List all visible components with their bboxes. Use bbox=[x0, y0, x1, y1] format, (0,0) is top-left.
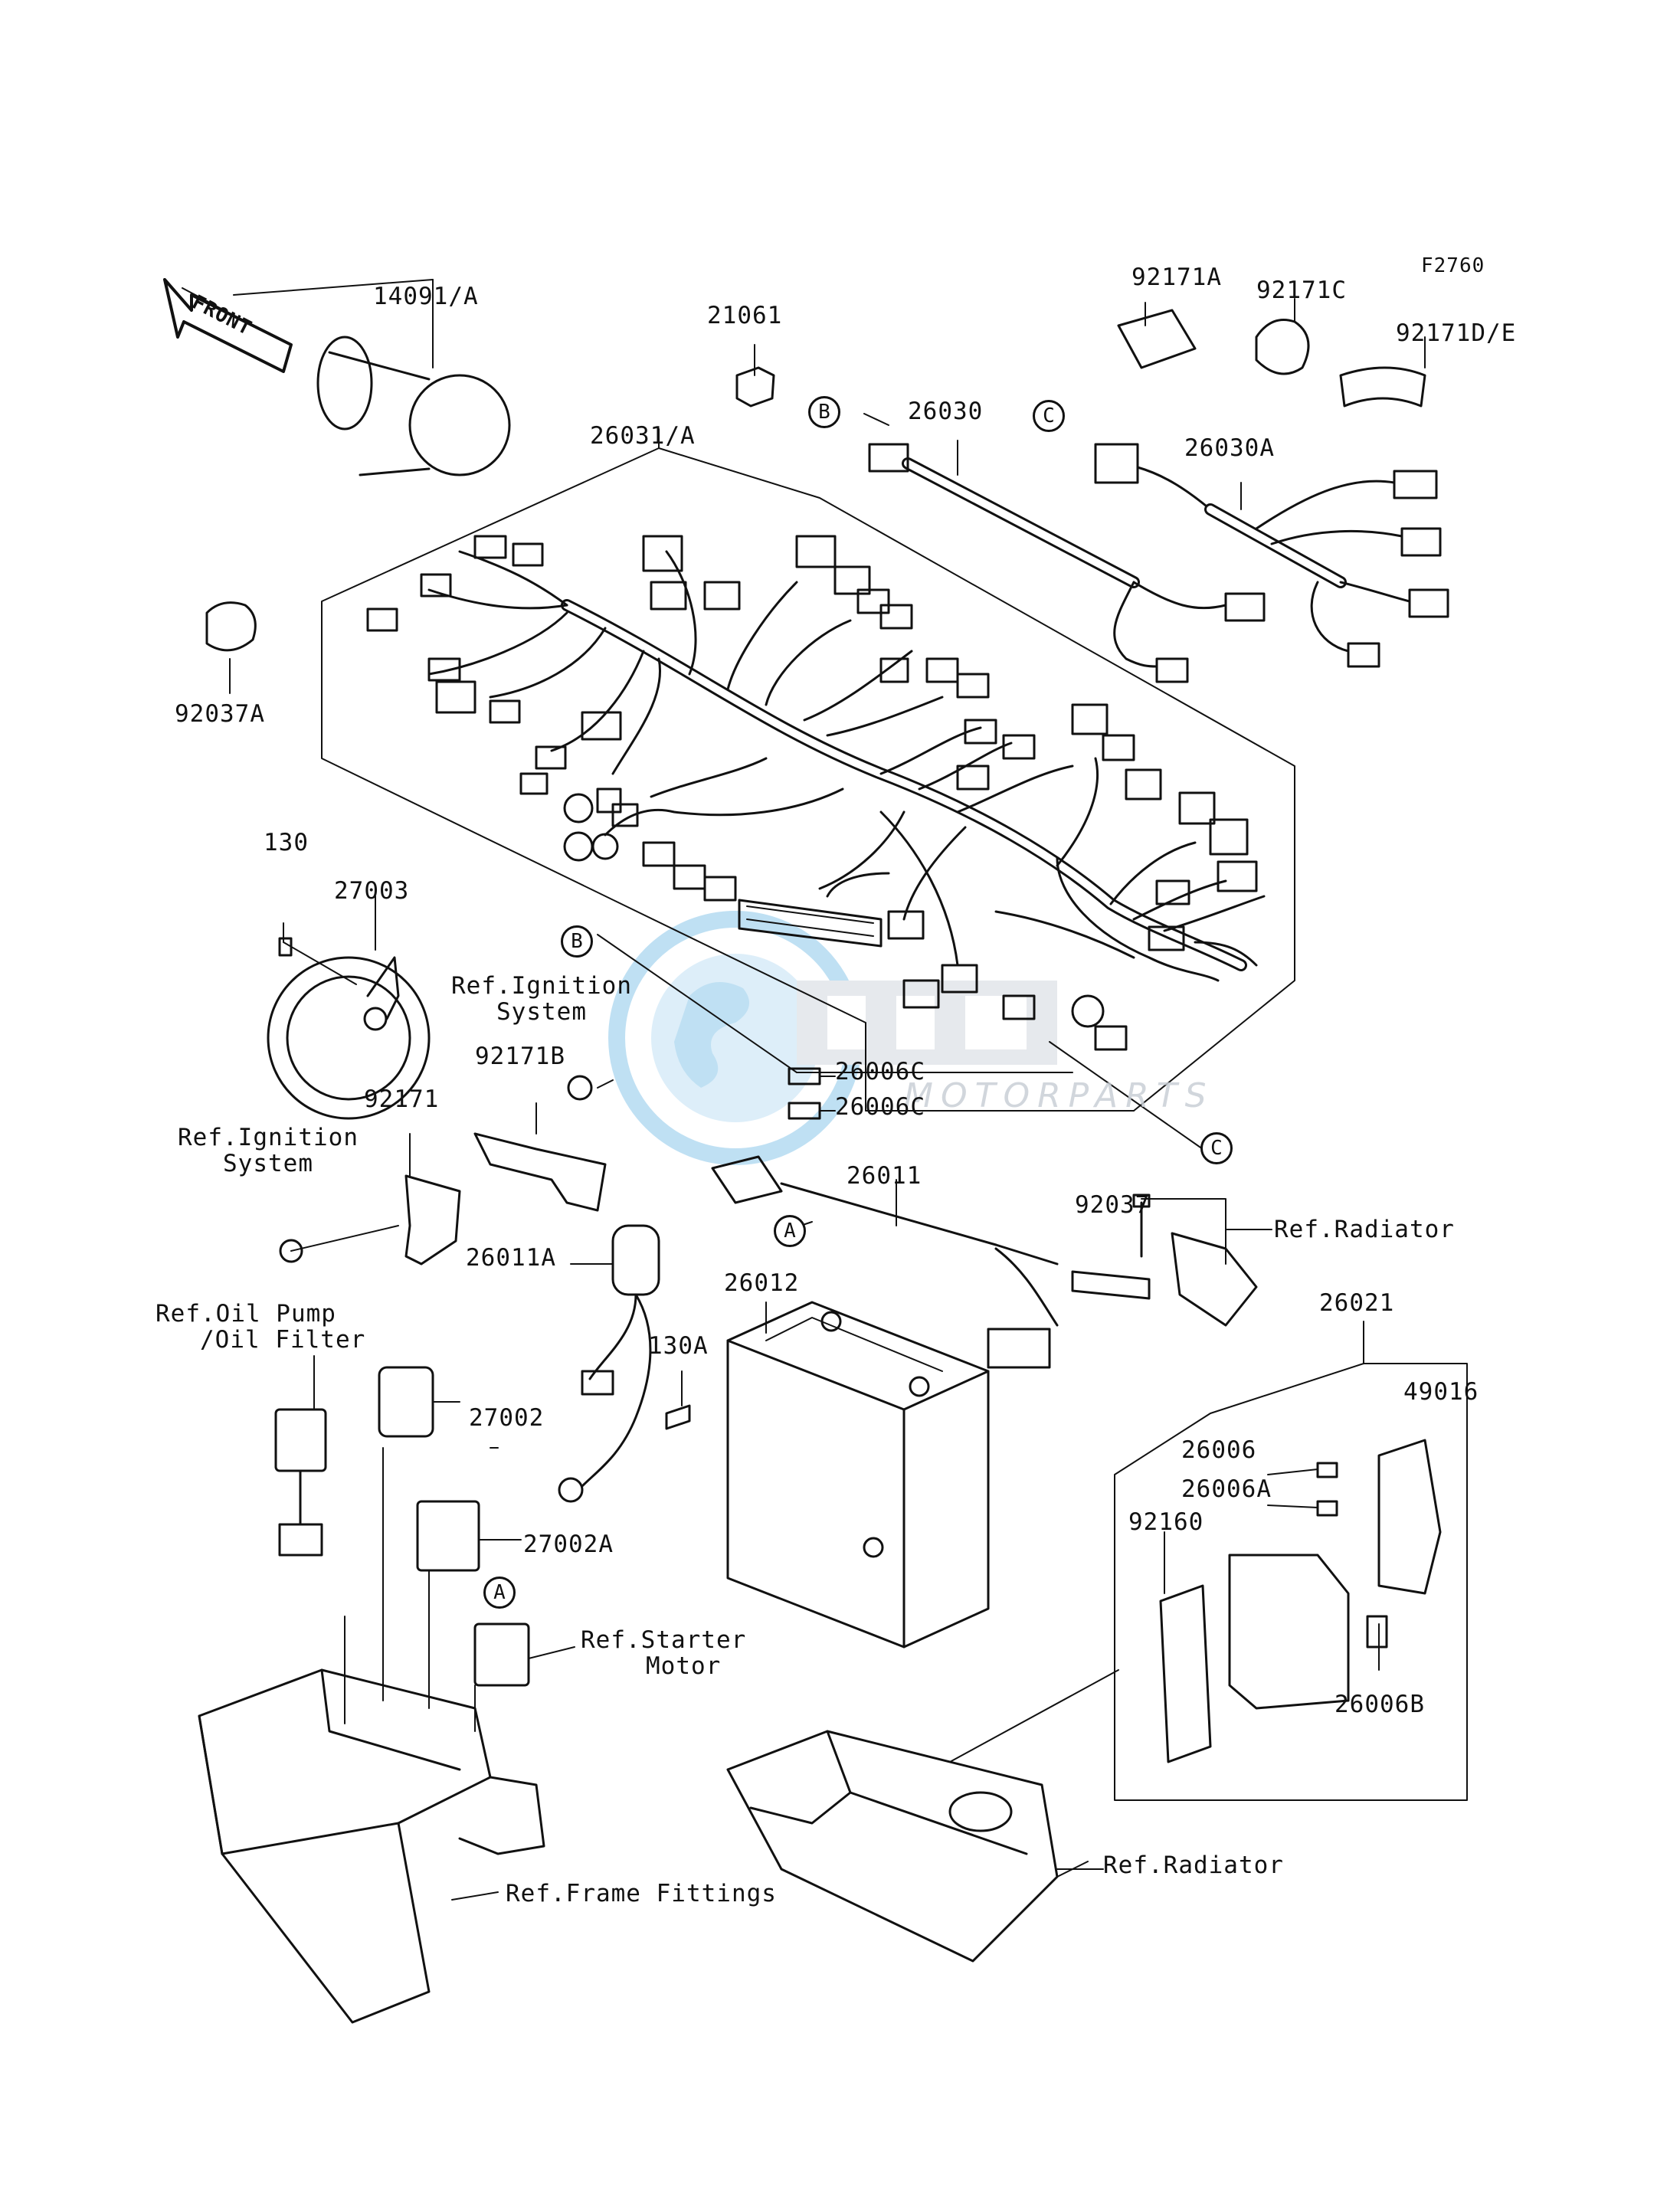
part-label-26021[interactable]: 26021 bbox=[1319, 1289, 1395, 1317]
harness-connectors bbox=[366, 535, 1258, 1051]
front-arrow-icon bbox=[163, 278, 293, 373]
part-label-26011A[interactable]: 26011A bbox=[466, 1244, 556, 1272]
ref-starter-motor[interactable]: Ref.Starter Motor bbox=[581, 1627, 746, 1679]
ref-starter-line1: Ref.Starter bbox=[581, 1626, 747, 1654]
harness-frame-26031 bbox=[321, 428, 1295, 1112]
ref-radiator-upper[interactable]: Ref.Radiator bbox=[1274, 1216, 1455, 1243]
radiator-reservoir bbox=[726, 1669, 1119, 1963]
ref-oil-pump[interactable]: Ref.Oil Pump /Oil Filter bbox=[156, 1301, 365, 1353]
part-label-26030A[interactable]: 26030A bbox=[1184, 434, 1275, 462]
ref-ignition-system-lower[interactable]: Ref.Ignition System bbox=[165, 1125, 372, 1177]
part-label-92171DE[interactable]: 92171D/E bbox=[1396, 319, 1517, 347]
starter-relay bbox=[473, 1622, 575, 1687]
battery-part-26012 bbox=[726, 1301, 990, 1649]
battery-case bbox=[198, 1447, 545, 2024]
part-label-92171B[interactable]: 92171B bbox=[475, 1043, 565, 1070]
ref-frame-fittings[interactable]: Ref.Frame Fittings bbox=[506, 1880, 777, 1907]
part-label-26030[interactable]: 26030 bbox=[908, 398, 984, 425]
part-label-130A[interactable]: 130A bbox=[648, 1332, 709, 1360]
part-label-92037A[interactable]: 92037A bbox=[175, 700, 265, 728]
ref-ignition-upper-line2: System bbox=[496, 998, 587, 1026]
part-label-26006C-upper[interactable]: 26006C bbox=[835, 1058, 925, 1085]
callout-a-low[interactable]: A bbox=[483, 1577, 516, 1609]
ref-radiator-lower[interactable]: Ref.Radiator bbox=[1103, 1852, 1284, 1879]
part-label-26006[interactable]: 26006 bbox=[1181, 1436, 1257, 1464]
part-label-49016[interactable]: 49016 bbox=[1403, 1378, 1479, 1406]
ref-ignition-lower-line1: Ref.Ignition bbox=[178, 1124, 359, 1151]
part-label-92171C[interactable]: 92171C bbox=[1256, 277, 1347, 304]
clamp-part-92037A bbox=[205, 601, 257, 694]
part-label-92171A[interactable]: 92171A bbox=[1131, 264, 1222, 291]
part-label-92171[interactable]: 92171 bbox=[364, 1085, 440, 1113]
horn-part-27003 bbox=[267, 895, 431, 1120]
ref-oil-line1: Ref.Oil Pump bbox=[156, 1300, 336, 1328]
ref-ignition-lower-line2: System bbox=[223, 1150, 313, 1177]
bolt-130A bbox=[665, 1370, 691, 1430]
part-label-26012[interactable]: 26012 bbox=[724, 1269, 800, 1297]
connector-part-21061 bbox=[735, 344, 775, 408]
ref-oil-line2: /Oil Filter bbox=[200, 1326, 366, 1354]
callout-b-top[interactable]: B bbox=[808, 396, 840, 428]
part-label-26006B[interactable]: 26006B bbox=[1335, 1691, 1425, 1718]
relay-27002A bbox=[416, 1500, 522, 1572]
bracket-92171B bbox=[473, 1075, 607, 1212]
relay-27002 bbox=[378, 1366, 460, 1438]
clamps-92171 bbox=[1117, 298, 1426, 408]
leader-lines bbox=[490, 934, 1204, 1449]
part-label-27003[interactable]: 27003 bbox=[334, 877, 410, 905]
cable-26011 bbox=[711, 1155, 1059, 1369]
part-label-21061[interactable]: 21061 bbox=[707, 302, 783, 329]
ref-starter-line2: Motor bbox=[646, 1652, 722, 1680]
part-label-26011[interactable]: 26011 bbox=[847, 1162, 922, 1190]
bracket-92037 bbox=[1071, 1193, 1272, 1327]
figure-code: F2760 bbox=[1421, 254, 1485, 277]
part-label-27002[interactable]: 27002 bbox=[469, 1404, 545, 1432]
fuses-26006C bbox=[788, 1067, 836, 1120]
part-label-26006A[interactable]: 26006A bbox=[1181, 1475, 1272, 1503]
callout-a-mid[interactable]: A bbox=[774, 1215, 806, 1247]
cable-26011A bbox=[558, 1224, 660, 1503]
callout-c-mid[interactable]: C bbox=[1200, 1132, 1233, 1164]
bracket-92171 bbox=[279, 1133, 461, 1265]
watermark-text: MOTORPARTS bbox=[904, 1076, 1214, 1115]
callout-c-top[interactable]: C bbox=[1033, 400, 1065, 432]
part-label-27002A[interactable]: 27002A bbox=[523, 1531, 614, 1558]
cylinder-part-14091 bbox=[233, 279, 511, 476]
part-label-26006C-lower[interactable]: 26006C bbox=[835, 1093, 925, 1121]
relay-oil-pump bbox=[274, 1355, 327, 1557]
part-label-92037[interactable]: 92037 bbox=[1075, 1191, 1151, 1219]
fuse-box-group-26021 bbox=[1114, 1321, 1468, 1801]
part-label-26031[interactable]: 26031/A bbox=[590, 422, 696, 450]
watermark-logo bbox=[608, 911, 1057, 1165]
harness-26030 bbox=[863, 413, 1266, 683]
part-label-130[interactable]: 130 bbox=[264, 829, 309, 856]
part-label-92160[interactable]: 92160 bbox=[1128, 1508, 1204, 1536]
ref-ignition-system-upper[interactable]: Ref.Ignition System bbox=[438, 973, 645, 1025]
harness-26030A bbox=[1094, 443, 1449, 668]
ref-ignition-upper-line1: Ref.Ignition bbox=[451, 972, 632, 1000]
callout-b-mid[interactable]: B bbox=[561, 925, 593, 958]
part-label-14091[interactable]: 14091/A bbox=[373, 283, 479, 310]
